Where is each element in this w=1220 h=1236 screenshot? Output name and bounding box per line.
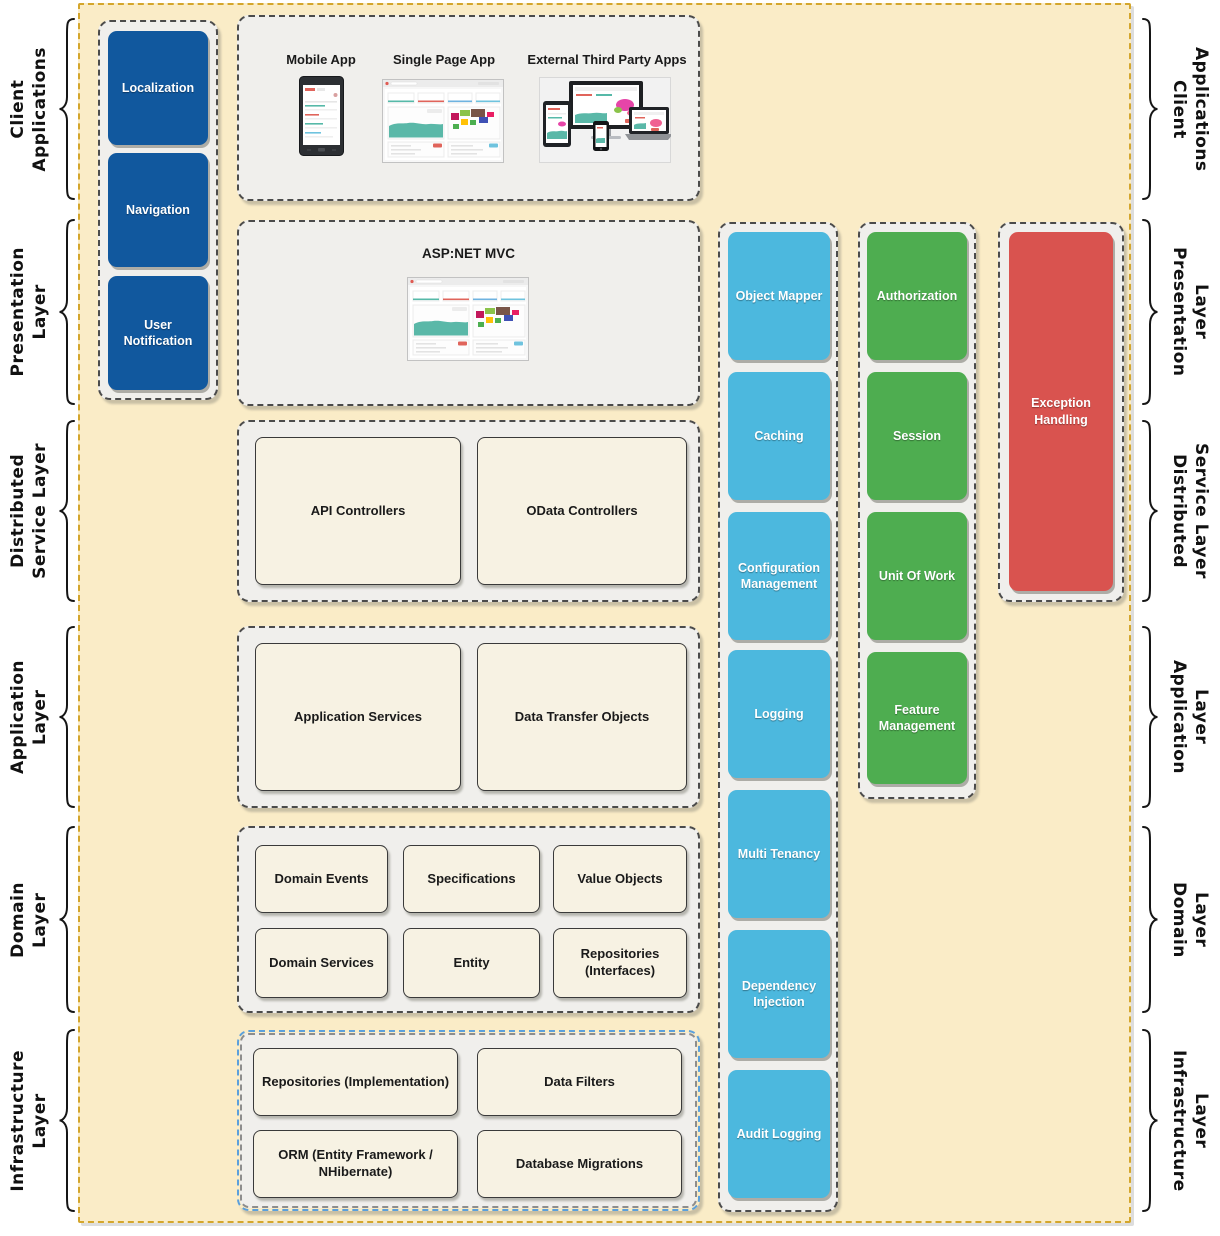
box-specifications: Specifications xyxy=(403,845,540,913)
box-exception-handling: Exception Handling xyxy=(1009,232,1113,591)
layer-label-right-infrastructure: Infrastructure Layer xyxy=(1162,1029,1218,1212)
box-dependency-injection: Dependency Injection xyxy=(728,930,830,1058)
layer-label-text: Application Layer xyxy=(7,660,50,774)
layer-label-text: Domain Layer xyxy=(1169,881,1212,958)
brace-left-client-applications xyxy=(58,18,75,200)
layer-label-right-application: Application Layer xyxy=(1162,626,1218,808)
box-data-transfer-objects: Data Transfer Objects xyxy=(477,643,687,791)
box-multi-tenancy: Multi Tenancy xyxy=(728,790,830,918)
box-entity: Entity xyxy=(403,928,540,998)
box-data-filters: Data Filters xyxy=(477,1048,682,1116)
brace-left-presentation xyxy=(58,218,76,406)
layer-label-left-domain: Domain Layer xyxy=(2,826,56,1013)
box-unit-of-work: Unit Of Work xyxy=(867,512,967,640)
layer-label-text: Distributed Service Layer xyxy=(1169,443,1212,579)
brace-left-distributed-service xyxy=(58,420,75,602)
aspnet-mvc-title: ASP:NET MVC xyxy=(421,246,515,261)
box-domain-services: Domain Services xyxy=(255,928,388,998)
brace-right-application xyxy=(1142,626,1159,808)
box-repositories-interfaces: Repositories (Interfaces) xyxy=(553,928,687,998)
brace-right-distributed-service xyxy=(1142,420,1159,602)
box-feature-management: Feature Management xyxy=(867,652,967,784)
layer-label-text: Presentation Layer xyxy=(7,247,50,377)
layer-label-left-distributed-service: Distributed Service Layer xyxy=(2,420,56,602)
layer-label-right-presentation: Presentation Layer xyxy=(1162,219,1218,405)
layer-label-left-infrastructure: Infrastructure Layer xyxy=(2,1029,56,1212)
layer-label-text: Infrastructure Layer xyxy=(7,1049,50,1192)
brace-left-application xyxy=(58,626,75,808)
box-configuration-management: Configuration Management xyxy=(728,512,830,640)
external-apps-screenshot xyxy=(539,77,671,163)
layer-label-text: Client Applications xyxy=(1169,46,1212,172)
layer-label-right-client-applications: Client Applications xyxy=(1162,18,1218,200)
mobile-app-screenshot xyxy=(299,76,344,156)
brace-left-domain xyxy=(58,825,76,1014)
module-navigation: Navigation xyxy=(108,153,208,267)
mobile-app-label: Mobile App xyxy=(286,52,356,67)
module-user-notification: User Notification xyxy=(108,276,208,390)
layer-label-text: Presentation Layer xyxy=(1169,247,1212,377)
layer-label-left-presentation: Presentation Layer xyxy=(2,219,56,405)
box-database-migrations: Database Migrations xyxy=(477,1130,682,1198)
box-session: Session xyxy=(867,372,967,500)
brace-right-client-applications xyxy=(1142,18,1159,200)
single-page-app-screenshot xyxy=(382,79,504,163)
box-logging: Logging xyxy=(728,650,830,778)
box-domain-events: Domain Events xyxy=(255,845,388,913)
layer-label-text: Client Applications xyxy=(7,46,50,172)
layer-label-text: Domain Layer xyxy=(7,881,50,958)
layer-label-text: Distributed Service Layer xyxy=(7,443,50,579)
box-odata-controllers: OData Controllers xyxy=(477,437,687,585)
layer-label-text: Application Layer xyxy=(1169,660,1212,774)
box-repositories-implementation: Repositories (Implementation) xyxy=(253,1048,458,1116)
layer-label-right-distributed-service: Distributed Service Layer xyxy=(1162,420,1218,602)
aspnet-mvc-screenshot xyxy=(407,277,529,361)
box-orm: ORM (Entity Framework / NHibernate) xyxy=(253,1130,458,1198)
brace-right-domain xyxy=(1141,825,1159,1014)
layer-label-left-application: Application Layer xyxy=(2,626,56,808)
layer-label-right-domain: Domain Layer xyxy=(1162,826,1218,1013)
box-authorization: Authorization xyxy=(867,232,967,360)
box-object-mapper: Object Mapper xyxy=(728,232,830,360)
brace-right-presentation xyxy=(1141,218,1159,406)
box-caching: Caching xyxy=(728,372,830,500)
box-value-objects: Value Objects xyxy=(553,845,687,913)
external-third-party-apps-label: External Third Party Apps xyxy=(527,52,687,67)
brace-left-infrastructure xyxy=(58,1028,76,1213)
layer-label-left-client-applications: Client Applications xyxy=(2,18,56,200)
box-application-services: Application Services xyxy=(255,643,461,791)
single-page-app-label: Single Page App xyxy=(392,52,496,67)
box-api-controllers: API Controllers xyxy=(255,437,461,585)
box-audit-logging: Audit Logging xyxy=(728,1070,830,1198)
brace-right-infrastructure xyxy=(1141,1028,1159,1213)
module-localization: Localization xyxy=(108,31,208,145)
layer-label-text: Infrastructure Layer xyxy=(1169,1049,1212,1192)
